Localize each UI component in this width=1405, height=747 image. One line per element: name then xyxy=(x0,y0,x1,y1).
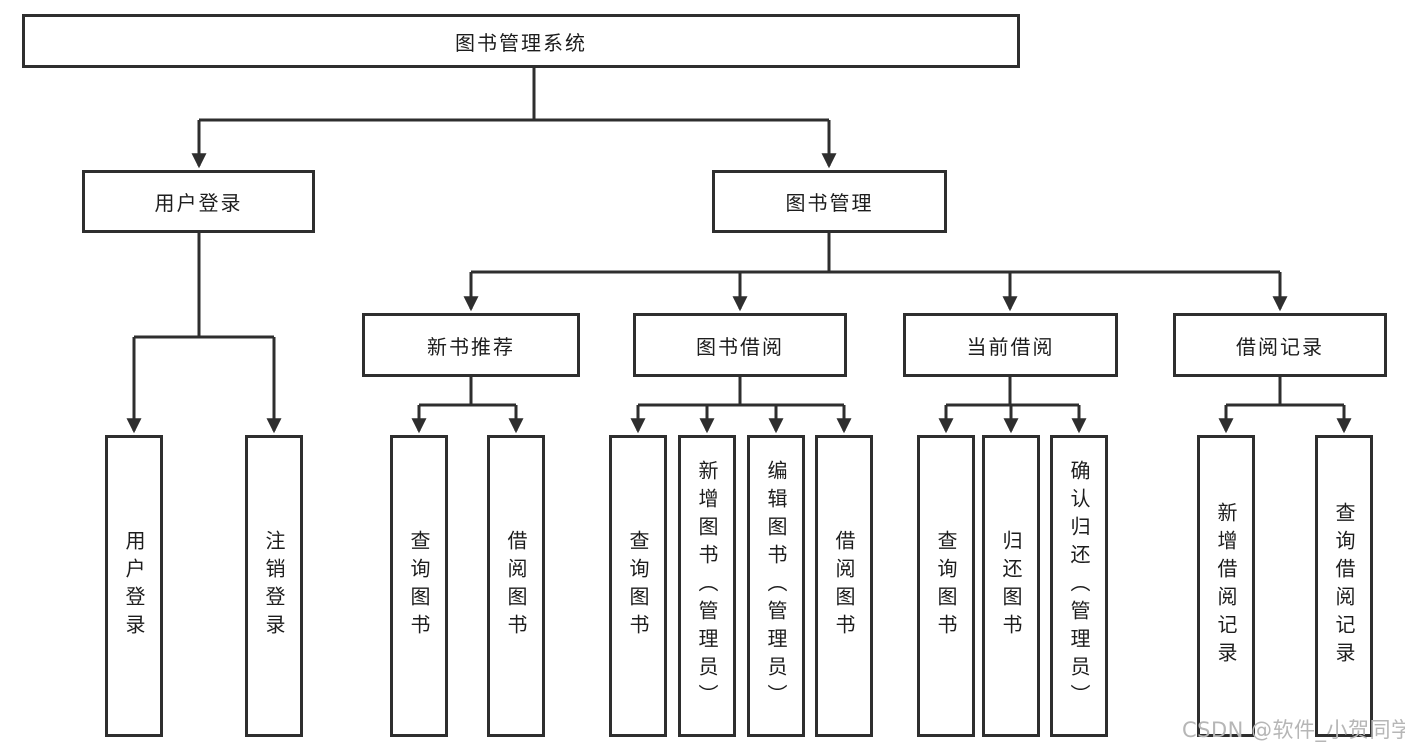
leaf-borrow-add-book-label: 新增图书（管理员） xyxy=(695,460,719,712)
connector-borrow-record-children xyxy=(1218,377,1352,434)
leaf-user-login-action-label: 用户登录 xyxy=(122,530,146,642)
leaf-current-query-book: 查询图书 xyxy=(917,435,975,737)
node-new-book-rec: 新书推荐 xyxy=(362,313,580,377)
leaf-borrow-query-book: 查询图书 xyxy=(609,435,667,737)
leaf-current-return-book-label: 归还图书 xyxy=(999,530,1023,642)
node-current-borrow: 当前借阅 xyxy=(903,313,1118,377)
leaf-newrec-borrow-book-label: 借阅图书 xyxy=(504,530,528,642)
leaf-current-return-book: 归还图书 xyxy=(982,435,1040,737)
leaf-user-login-action: 用户登录 xyxy=(105,435,163,737)
leaf-newrec-query-book-label: 查询图书 xyxy=(407,530,431,642)
connector-root-to-level2 xyxy=(191,68,837,169)
leaf-borrow-query-book-label: 查询图书 xyxy=(626,530,650,642)
connector-current-borrow-children xyxy=(938,377,1087,434)
node-user-login-label: 用户登录 xyxy=(154,191,243,215)
leaf-borrow-borrow-book: 借阅图书 xyxy=(815,435,873,737)
node-book-borrow-label: 图书借阅 xyxy=(696,334,784,359)
leaf-record-add-record: 新增借阅记录 xyxy=(1197,435,1255,737)
node-book-mgmt-label: 图书管理 xyxy=(785,191,874,215)
leaf-borrow-edit-book-label: 编辑图书（管理员） xyxy=(764,460,788,712)
node-root-system: 图书管理系统 xyxy=(22,14,1020,68)
connector-book-mgmt-sections xyxy=(463,233,1288,312)
node-borrow-record: 借阅记录 xyxy=(1173,313,1387,377)
leaf-newrec-query-book: 查询图书 xyxy=(390,435,448,737)
leaf-record-query-record-label: 查询借阅记录 xyxy=(1332,502,1356,670)
leaf-record-add-record-label: 新增借阅记录 xyxy=(1214,502,1238,670)
leaf-borrow-borrow-book-label: 借阅图书 xyxy=(832,530,856,642)
node-root-system-label: 图书管理系统 xyxy=(455,30,587,55)
leaf-borrow-edit-book: 编辑图书（管理员） xyxy=(747,435,805,737)
connector-new-book-rec-children xyxy=(411,377,524,434)
node-new-book-rec-label: 新书推荐 xyxy=(427,334,515,359)
connector-book-borrow-children xyxy=(630,377,852,434)
connector-user-login-children xyxy=(126,233,282,434)
leaf-current-confirm-return: 确认归还（管理员） xyxy=(1050,435,1108,737)
leaf-borrow-add-book: 新增图书（管理员） xyxy=(678,435,736,737)
leaf-logout-action: 注销登录 xyxy=(245,435,303,737)
leaf-record-query-record: 查询借阅记录 xyxy=(1315,435,1373,737)
node-borrow-record-label: 借阅记录 xyxy=(1236,334,1324,359)
leaf-current-query-book-label: 查询图书 xyxy=(934,530,958,642)
leaf-newrec-borrow-book: 借阅图书 xyxy=(487,435,545,737)
node-user-login: 用户登录 xyxy=(82,170,315,233)
node-book-mgmt: 图书管理 xyxy=(712,170,947,233)
leaf-current-confirm-return-label: 确认归还（管理员） xyxy=(1067,460,1091,712)
leaf-logout-action-label: 注销登录 xyxy=(262,530,286,642)
node-book-borrow: 图书借阅 xyxy=(633,313,847,377)
node-current-borrow-label: 当前借阅 xyxy=(966,334,1055,359)
csdn-watermark: CSDN @软件_小贺同学 xyxy=(1182,718,1405,742)
